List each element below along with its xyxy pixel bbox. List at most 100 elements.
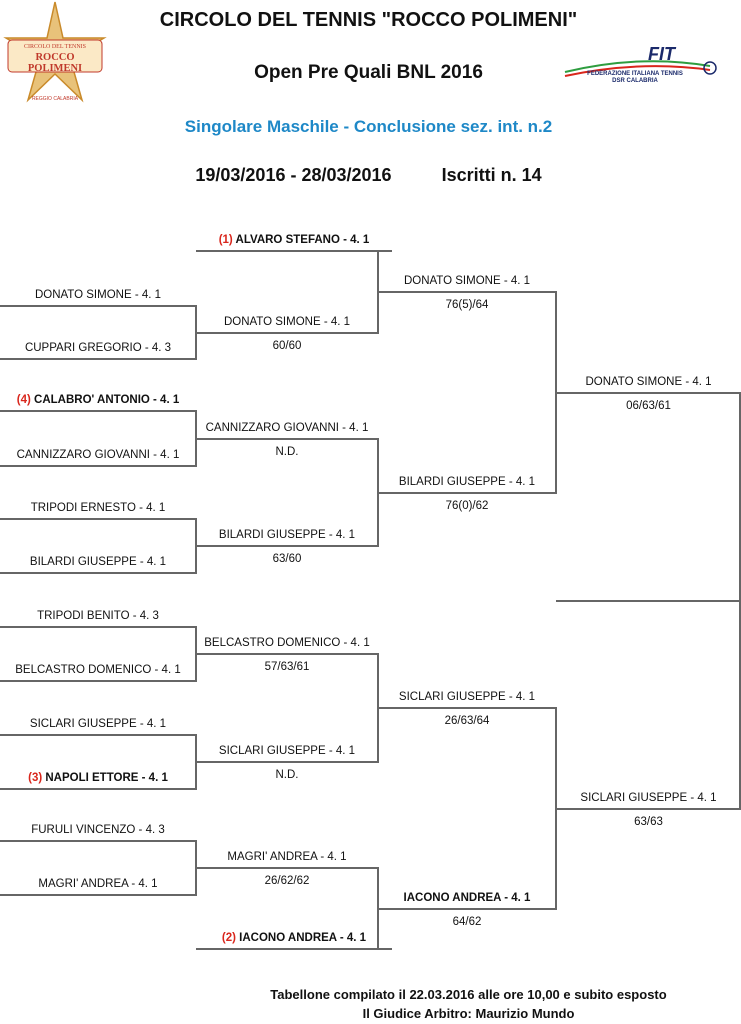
round2-line [196, 438, 378, 440]
seed-number: (4) [16, 394, 35, 406]
fit-brand: FIT [648, 44, 675, 64]
round1-line [0, 894, 196, 896]
round1-connector [195, 734, 197, 790]
round4-player: SICLARI GIUSEPPE - 4. 1 [580, 792, 717, 804]
referee: Il Giudice Arbitro: Maurizio Mundo [362, 1006, 575, 1021]
dates-row: 19/03/2016 - 28/03/2016 Iscritti n. 14 [0, 165, 739, 186]
player-name: NAPOLI ETTORE - 4. 1 [45, 772, 168, 784]
round1-line [0, 734, 196, 736]
round2-player: BELCASTRO DOMENICO - 4. 1 [204, 637, 370, 649]
round1-connector [195, 518, 197, 574]
round1-line [0, 572, 196, 574]
round3-player: SICLARI GIUSEPPE - 4. 1 [398, 691, 536, 703]
round2-player: BILARDI GIUSEPPE - 4. 1 [218, 529, 356, 541]
round1-player: SICLARI GIUSEPPE - 4. 1 [0, 717, 196, 731]
player-name: TRIPODI BENITO - 4. 3 [37, 610, 159, 622]
round1-player: TRIPODI ERNESTO - 4. 1 [0, 501, 196, 515]
round1-player: DONATO SIMONE - 4. 1 [0, 288, 196, 302]
round2-line [196, 653, 378, 655]
round1-player: BELCASTRO DOMENICO - 4. 1 [0, 663, 196, 677]
player-name: CANNIZZARO GIOVANNI - 4. 1 [16, 449, 180, 461]
page-title: CIRCOLO DEL TENNIS "ROCCO POLIMENI" [159, 9, 578, 31]
seed-number: (3) [28, 772, 46, 784]
round3-player: BILARDI GIUSEPPE - 4. 1 [398, 476, 536, 488]
round1-player: TRIPODI BENITO - 4. 3 [0, 609, 196, 623]
round2-score: 60/60 [272, 340, 302, 352]
round2-line [196, 761, 378, 763]
round4-score: 06/63/61 [626, 400, 671, 412]
player-name: CALABRO' ANTONIO - 4. 1 [34, 394, 180, 406]
player-name: BELCASTRO DOMENICO - 4. 1 [15, 664, 181, 676]
round1-player: FURULI VINCENZO - 4. 3 [0, 823, 196, 837]
round1-line [0, 840, 196, 842]
round1-line [196, 948, 392, 950]
round1-player: CANNIZZARO GIOVANNI - 4. 1 [0, 448, 196, 462]
round4-score: 63/63 [634, 816, 663, 828]
player-name: CUPPARI GREGORIO - 4. 3 [24, 342, 172, 354]
round1-line [0, 410, 196, 412]
round2-connector [377, 438, 379, 547]
round2-player: MAGRI' ANDREA - 4. 1 [227, 851, 347, 863]
round2-connector [377, 867, 379, 950]
round3-score: 76(5)/64 [445, 299, 489, 311]
round1-connector [195, 840, 197, 896]
round1-connector [195, 410, 197, 467]
round3-line [378, 707, 556, 709]
round1-player: (4) CALABRO' ANTONIO - 4. 1 [0, 393, 196, 407]
player-name: BILARDI GIUSEPPE - 4. 1 [29, 556, 167, 568]
round1-player: (2) IACONO ANDREA - 4. 1 [196, 931, 392, 945]
player-name: FURULI VINCENZO - 4. 3 [31, 824, 165, 836]
player-name: TRIPODI ERNESTO - 4. 1 [30, 502, 166, 514]
fit-line1: FEDERAZIONE ITALIANA TENNIS [587, 71, 683, 77]
round3-score: 64/62 [452, 916, 482, 928]
round3-score: 26/63/64 [444, 715, 490, 727]
round3-connector [555, 707, 557, 910]
player-name: DONATO SIMONE - 4. 1 [34, 289, 162, 301]
round1-line [0, 680, 196, 682]
round3-line [378, 291, 556, 293]
round1-player: (3) NAPOLI ETTORE - 4. 1 [0, 771, 196, 785]
round1-player: BILARDI GIUSEPPE - 4. 1 [0, 555, 196, 569]
round2-line [196, 545, 378, 547]
tournament-dates: 19/03/2016 - 28/03/2016 [195, 165, 392, 185]
round2-connector [377, 250, 379, 334]
player-name: MAGRI' ANDREA - 4. 1 [38, 878, 158, 890]
round4-player: DONATO SIMONE - 4. 1 [585, 376, 712, 388]
round1-line [0, 305, 196, 307]
fit-logo: FIT FEDERAZIONE ITALIANA TENNIS DSR CALA… [560, 44, 720, 90]
round3-connector [555, 291, 557, 494]
round1-player: MAGRI' ANDREA - 4. 1 [0, 877, 196, 891]
round1-connector [195, 305, 197, 360]
round3-line [378, 492, 556, 494]
fit-line2: DSR CALABRIA [612, 78, 658, 84]
round1-line [0, 518, 196, 520]
club-logo: CIRCOLO DEL TENNIS ROCCO POLIMENI REGGIO… [0, 0, 110, 110]
round2-player: CANNIZZARO GIOVANNI - 4. 1 [205, 422, 369, 434]
round2-score: N.D. [275, 446, 299, 458]
entries-count: Iscritti n. 14 [441, 165, 542, 185]
logo-line1: CIRCOLO DEL TENNIS [24, 44, 86, 50]
round2-score: 57/63/61 [264, 661, 310, 673]
final-line [556, 600, 741, 602]
round4-line [556, 392, 741, 394]
logo-line3: REGGIO CALABRIA [31, 96, 79, 102]
player-name: ALVARO STEFANO - 4. 1 [235, 234, 370, 246]
round1-line [0, 788, 196, 790]
seed-number: (2) [221, 932, 240, 944]
round3-player: IACONO ANDREA - 4. 1 [403, 892, 531, 904]
compiled-note: Tabellone compilato il 22.03.2016 alle o… [270, 987, 667, 1002]
round1-line [196, 250, 392, 252]
round2-player: DONATO SIMONE - 4. 1 [223, 316, 351, 328]
round2-score: 63/60 [272, 553, 302, 565]
round1-line [0, 465, 196, 467]
round4-line [556, 808, 741, 810]
round1-connector [195, 626, 197, 682]
round3-score: 76(0)/62 [445, 500, 489, 512]
round3-line [378, 908, 556, 910]
player-name: SICLARI GIUSEPPE - 4. 1 [29, 718, 167, 730]
draw-section: Singolare Maschile - Conclusione sez. in… [184, 117, 553, 136]
round2-connector [377, 653, 379, 763]
round2-player: SICLARI GIUSEPPE - 4. 1 [218, 745, 356, 757]
logo-line2: ROCCO POLIMENI [27, 52, 83, 74]
round1-player: (1) ALVARO STEFANO - 4. 1 [196, 233, 392, 247]
